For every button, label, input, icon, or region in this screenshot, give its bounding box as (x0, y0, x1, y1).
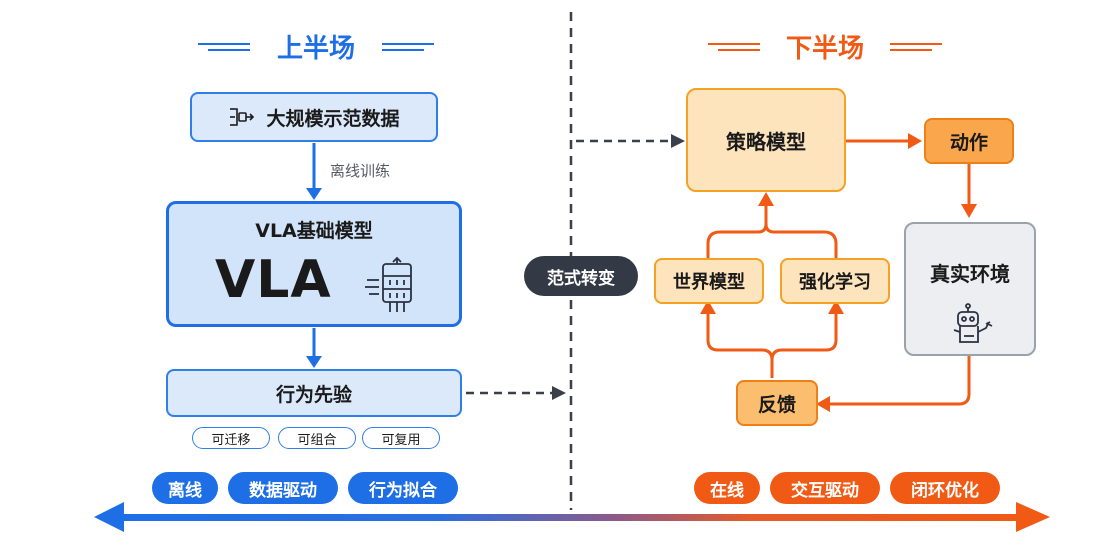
world-model-box: 世界模型 (654, 258, 764, 304)
real-environment-label: 真实环境 (930, 262, 1010, 286)
property-composable: 可组合 (278, 427, 356, 449)
demo-data-label: 大规模示范数据 (266, 107, 400, 130)
robot-icon (953, 303, 993, 343)
vla-big-text: VLA (215, 250, 332, 310)
neural-network-icon (365, 256, 412, 312)
real-environment-box: 真实环境 (904, 222, 1036, 356)
right-arrowheads (700, 133, 977, 412)
vla-model-box: VLA基础模型 VLA (166, 201, 462, 327)
property-transferable: 可迁移 (192, 427, 270, 449)
tag-closed-loop-optimization: 闭环优化 (890, 472, 1000, 504)
tag-behavior-fitting: 行为拟合 (348, 472, 458, 504)
title-right-decoration (708, 43, 942, 51)
behavior-prior-box: 行为先验 (166, 369, 462, 417)
bottom-gradient-arrow (94, 502, 1050, 532)
demo-data-box: 大规模示范数据 (190, 92, 438, 142)
property-reusable: 可复用 (362, 427, 440, 449)
tag-offline: 离线 (152, 472, 218, 504)
data-flow-icon (230, 108, 255, 126)
left-title: 上半场 (276, 33, 355, 64)
title-left-decoration (198, 43, 434, 51)
paradigm-shift-badge: 范式转变 (524, 256, 638, 296)
action-box: 动作 (924, 118, 1014, 164)
right-loop-arrows (706, 139, 971, 406)
tag-interaction-driven: 交互驱动 (770, 472, 880, 504)
offline-training-label: 离线训练 (330, 162, 391, 180)
tag-data-driven: 数据驱动 (228, 472, 338, 504)
left-arrows (306, 143, 322, 368)
tag-online: 在线 (694, 472, 760, 504)
vla-box-title: VLA基础模型 (255, 220, 373, 242)
feedback-box: 反馈 (736, 380, 818, 426)
policy-model-box: 策略模型 (686, 88, 846, 192)
dashed-arrows (466, 134, 685, 400)
right-title: 下半场 (785, 33, 864, 64)
reinforcement-learning-box: 强化学习 (780, 258, 890, 304)
